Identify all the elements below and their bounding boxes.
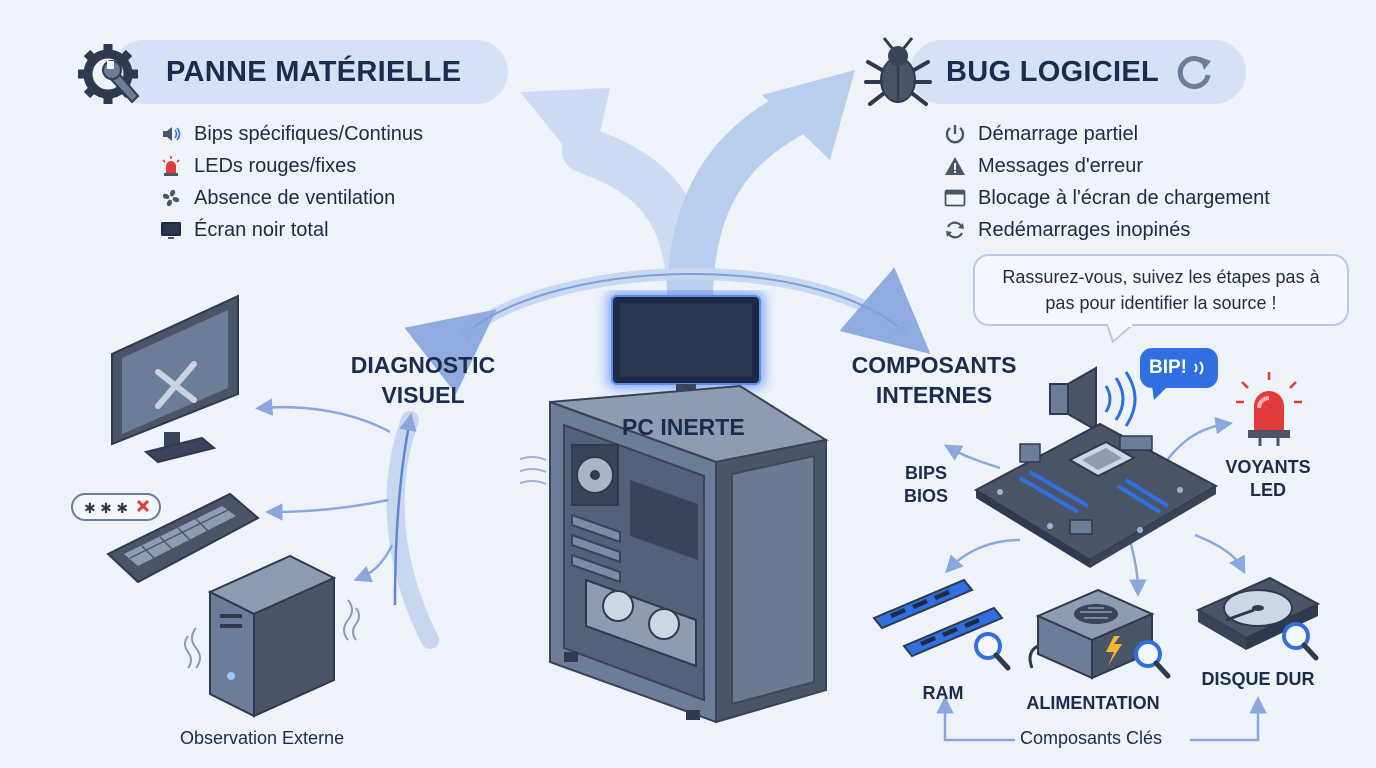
- software-symptoms: Démarrage partiel Messages d'erreur Bloc…: [944, 118, 1270, 246]
- bip-tail: [1152, 386, 1168, 400]
- key-components-label: Composants Clés: [1020, 728, 1163, 748]
- hardware-header: PANNE MATÉRIELLE: [112, 40, 508, 104]
- disk-label: DISQUE DUR: [1201, 669, 1315, 689]
- svg-text:✱ ✱ ✱: ✱ ✱ ✱: [84, 501, 128, 517]
- alarm-light-icon: [162, 156, 180, 176]
- fan-icon: [162, 189, 180, 207]
- bubble-tail: [1105, 324, 1135, 344]
- power-icon: [945, 125, 965, 144]
- symptom-red-leds: LEDs rouges/fixes: [160, 150, 423, 182]
- bip-badge: BIP!: [1140, 348, 1218, 388]
- bios-speaker-icon: [1049, 366, 1137, 432]
- symptom-black-screen: Écran noir total: [160, 214, 423, 246]
- hard-disk-icon: [1195, 576, 1321, 661]
- broken-monitor-icon: [111, 294, 239, 464]
- hardware-title: PANNE MATÉRIELLE: [166, 55, 462, 88]
- symptom-beeps: Bips spécifiques/Continus: [160, 118, 423, 150]
- visual-diagnostic-title: DIAGNOSTIC VISUEL: [350, 352, 496, 408]
- symptom-error-messages: Messages d'erreur: [944, 150, 1270, 182]
- refresh-icon: [1177, 56, 1212, 90]
- pc-inert-label: PC INERTE: [622, 414, 745, 440]
- bug-icon: [864, 37, 932, 106]
- warning-icon: [945, 157, 965, 175]
- software-title: BUG LOGICIEL: [946, 55, 1160, 88]
- window-icon: [944, 189, 966, 207]
- gear-wrench-icon: [78, 44, 140, 104]
- reassurance-bubble: Rassurez-vous, suivez les étapes pas à p…: [973, 254, 1349, 326]
- ram-icon: [872, 578, 1011, 671]
- sound-waves-icon: [1194, 361, 1204, 375]
- speaker-icon: [163, 127, 181, 141]
- motherboard-illustration: [973, 422, 1219, 568]
- bios-beeps-label: BIPS BIOS: [903, 463, 948, 506]
- led-indicators-label: VOYANTS LED: [1225, 457, 1311, 500]
- refresh-icon: [946, 221, 964, 239]
- symptom-partial-boot: Démarrage partiel: [944, 118, 1270, 150]
- symptom-unexpected-reboots: Redémarrages inopinés: [944, 214, 1270, 246]
- tower-vibrating-icon: [184, 554, 360, 718]
- inert-pc-illustration: [520, 292, 829, 724]
- psu-label: ALIMENTATION: [1026, 693, 1160, 713]
- internal-components-title: COMPOSANTS INTERNES: [851, 352, 1017, 408]
- external-observation-label: Observation Externe: [180, 728, 345, 748]
- ram-label: RAM: [922, 683, 964, 703]
- keyboard-error-icon: ✱ ✱ ✱: [71, 492, 260, 584]
- red-led-icon: [1236, 372, 1302, 446]
- software-header: BUG LOGICIEL: [910, 40, 1246, 104]
- monitor-icon: [161, 222, 181, 239]
- symptom-no-fan: Absence de ventilation: [160, 182, 423, 214]
- power-supply-icon: [1028, 588, 1171, 680]
- hardware-symptoms: Bips spécifiques/Continus LEDs rouges/fi…: [160, 118, 423, 246]
- symptom-loading-freeze: Blocage à l'écran de chargement: [944, 182, 1270, 214]
